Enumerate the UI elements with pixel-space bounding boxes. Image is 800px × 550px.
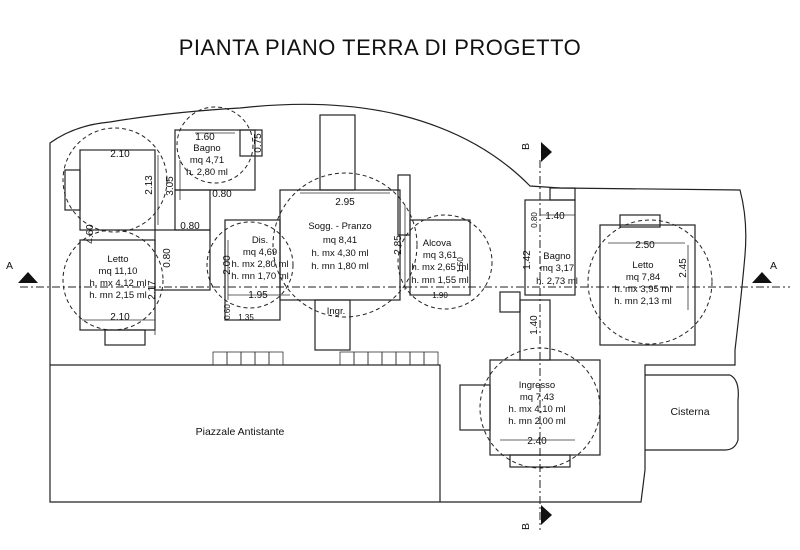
svg-text:0.80: 0.80 bbox=[212, 189, 232, 200]
room-soggiorno: Sogg. - Pranzo mq 8,41 h. mx 4,30 ml h. … bbox=[308, 221, 371, 272]
section-marker-b-bottom: B bbox=[520, 505, 552, 530]
svg-text:2.13: 2.13 bbox=[144, 175, 155, 195]
terrain-boundary bbox=[49, 103, 747, 503]
svg-text:1.90: 1.90 bbox=[432, 291, 448, 300]
room-height-max: h. mx 3,95 ml bbox=[614, 284, 671, 295]
room-area: mq 4,71 bbox=[190, 155, 224, 166]
svg-text:4.60: 4.60 bbox=[85, 224, 96, 244]
svg-text:2.10: 2.10 bbox=[110, 312, 130, 323]
svg-text:2.45: 2.45 bbox=[678, 258, 689, 278]
room-area: mq 8,41 bbox=[323, 235, 357, 246]
svg-text:1.60: 1.60 bbox=[195, 132, 215, 143]
room-name: Bagno bbox=[193, 143, 220, 154]
svg-text:0.75: 0.75 bbox=[253, 133, 264, 153]
svg-text:3.05: 3.05 bbox=[165, 176, 176, 196]
room-height-max: h. mx 4,30 ml bbox=[311, 248, 368, 259]
room-name: Dis. bbox=[252, 235, 268, 246]
room-height-max: h. mx 2,80 ml bbox=[231, 259, 288, 270]
svg-text:2.85: 2.85 bbox=[393, 235, 404, 255]
room-name: Letto bbox=[632, 260, 653, 271]
room-letto-left: Letto mq 11,10 h. mx 4,12 ml h. mn 2,15 … bbox=[89, 254, 147, 301]
svg-text:2.17: 2.17 bbox=[147, 280, 158, 300]
cisterna-area bbox=[645, 374, 739, 451]
room-name: Sogg. - Pranzo bbox=[308, 221, 371, 232]
svg-text:1.35: 1.35 bbox=[238, 313, 254, 322]
room-height-min: h. mn 2,00 ml bbox=[508, 416, 566, 427]
svg-text:2.00: 2.00 bbox=[222, 255, 233, 275]
room-name: Alcova bbox=[423, 238, 452, 249]
room-area: mq 11,10 bbox=[99, 266, 138, 277]
section-marker-a-right: A bbox=[752, 260, 777, 283]
svg-text:1.40: 1.40 bbox=[529, 315, 540, 335]
room-name: Ingr. bbox=[327, 306, 346, 317]
room-height: h. 2,80 ml bbox=[186, 167, 228, 178]
room-ingr: Ingr. bbox=[327, 306, 346, 317]
room-height-min: h. mn 1,70 ml bbox=[231, 271, 289, 282]
svg-text:A: A bbox=[770, 260, 777, 272]
room-letto-right: Letto mq 7,84 h. mx 3,95 ml h. mn 2,13 m… bbox=[614, 260, 672, 307]
svg-text:1.95: 1.95 bbox=[248, 290, 268, 301]
svg-text:A: A bbox=[6, 260, 13, 272]
room-height-min: h. mn 2,13 ml bbox=[614, 296, 672, 307]
area-label-piazzale: Piazzale Antistante bbox=[196, 426, 285, 438]
room-height-max: h. mx 4,10 ml bbox=[508, 404, 565, 415]
room-bagno-right: Bagno mq 3,17 h. 2,73 ml bbox=[536, 251, 578, 287]
svg-text:0.80: 0.80 bbox=[530, 212, 539, 228]
room-area: mq 4,69 bbox=[243, 247, 277, 258]
piazzale-area bbox=[50, 364, 441, 502]
retaining-wall-blocks bbox=[212, 351, 439, 366]
area-label-cisterna: Cisterna bbox=[670, 406, 709, 418]
room-height: h. 2,73 ml bbox=[536, 276, 578, 287]
room-dis: Dis. mq 4,69 h. mx 2,80 ml h. mn 1,70 ml bbox=[231, 235, 289, 282]
section-marker-b-top: B bbox=[520, 142, 552, 162]
svg-text:2.40: 2.40 bbox=[527, 436, 547, 447]
svg-text:0.80: 0.80 bbox=[180, 221, 200, 232]
svg-text:0.60: 0.60 bbox=[223, 304, 232, 320]
section-marker-a-left: A bbox=[6, 260, 38, 283]
svg-text:2.50: 2.50 bbox=[635, 240, 655, 251]
svg-text:1.50: 1.50 bbox=[456, 257, 465, 273]
room-area: mq 3,61 bbox=[423, 250, 457, 261]
room-area: mq 3,17 bbox=[540, 263, 574, 274]
svg-text:B: B bbox=[520, 523, 532, 530]
room-name: Bagno bbox=[543, 251, 570, 262]
room-ingresso: Ingresso mq 7,43 h. mx 4,10 ml h. mn 2,0… bbox=[508, 380, 566, 427]
svg-text:B: B bbox=[520, 143, 532, 150]
room-height-max: h. mx 4,12 ml bbox=[89, 278, 146, 289]
room-height-min: h. mn 2,15 ml bbox=[89, 290, 147, 301]
svg-text:2.95: 2.95 bbox=[335, 197, 355, 208]
dimension-labels: 1.60 0.75 2.10 2.13 3.05 0.80 0.80 4.60 … bbox=[85, 132, 689, 447]
svg-text:2.10: 2.10 bbox=[110, 149, 130, 160]
svg-text:1.42: 1.42 bbox=[522, 250, 533, 270]
room-height-min: h. mn 1,80 ml bbox=[311, 261, 369, 272]
room-area: mq 7,43 bbox=[520, 392, 554, 403]
room-name: Ingresso bbox=[519, 380, 555, 391]
room-height-max: h. mx 2,65 ml bbox=[411, 262, 468, 273]
room-alcova: Alcova mq 3,61 h. mx 2,65 ml h. mn 1,55 … bbox=[411, 238, 469, 286]
room-name: Letto bbox=[107, 254, 128, 265]
page-title: PIANTA PIANO TERRA DI PROGETTO bbox=[179, 35, 582, 60]
room-height-min: h. mn 1,55 ml bbox=[411, 275, 469, 286]
svg-text:1.40: 1.40 bbox=[545, 211, 565, 222]
room-bagno-top: Bagno mq 4,71 h. 2,80 ml bbox=[186, 143, 228, 178]
svg-text:0.80: 0.80 bbox=[162, 248, 173, 268]
dimension-lines bbox=[82, 130, 689, 441]
room-area: mq 7,84 bbox=[626, 272, 660, 283]
building-walls bbox=[64, 114, 696, 468]
